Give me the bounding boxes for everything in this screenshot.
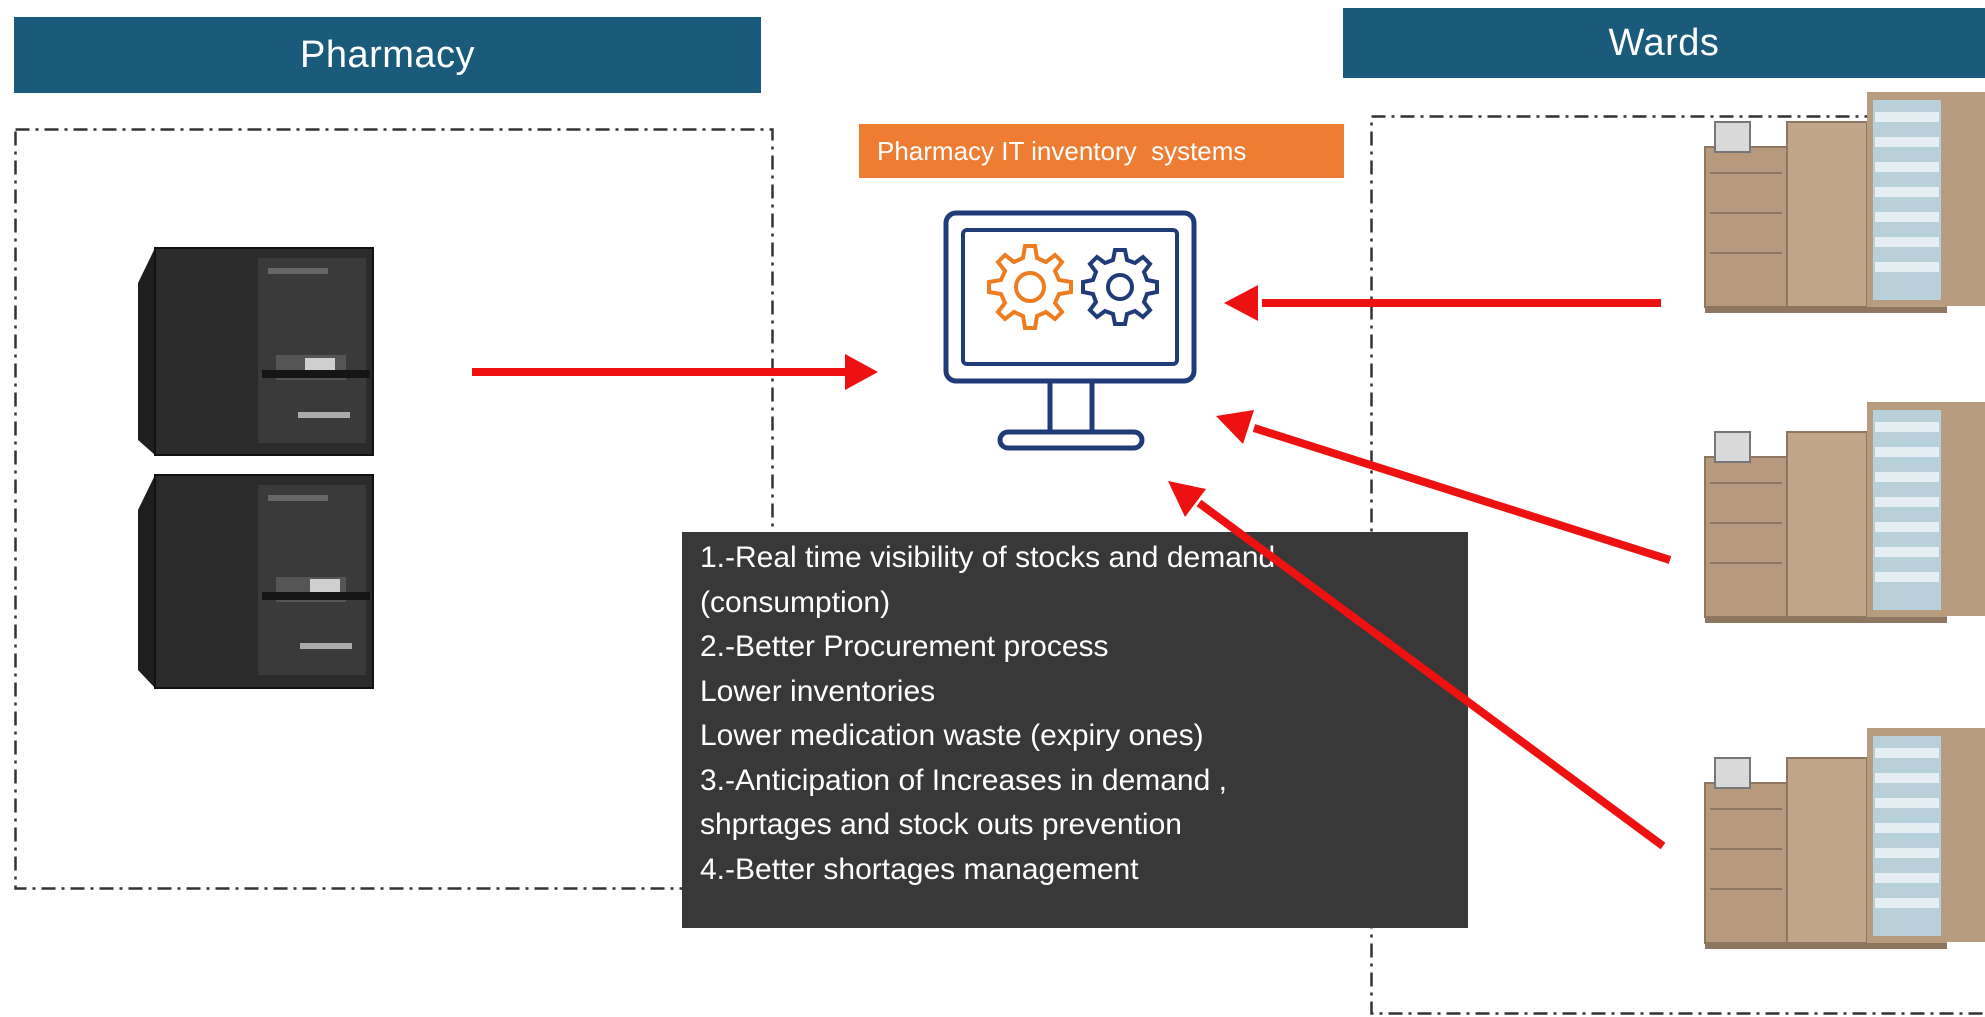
it-system-label-text: Pharmacy IT inventory systems [877,135,1247,166]
benefit-line: 4.-Better shortages management [700,852,1139,886]
wards-zone [1370,115,1985,1015]
it-system-label: Pharmacy IT inventory systems [859,124,1344,178]
pharmacy-header: Pharmacy [14,17,761,93]
benefit-line: 2.-Better Procurement process [700,630,1109,663]
benefits-box: 1.-Real time visibility of stocks and de… [682,532,1468,928]
gear-icon [987,244,1073,330]
benefit-line: shprtages and stock outs prevention [700,808,1182,841]
gear-icon [1081,248,1159,326]
wards-header-label: Wards [1608,21,1720,64]
benefit-line: 3.-Anticipation of Increases in demand , [700,763,1227,797]
benefit-line: Lower medication waste (expiry ones) [700,719,1204,752]
benefit-line: 1.-Real time visibility of stocks and de… [700,541,1276,574]
pharmacy-header-label: Pharmacy [299,33,476,76]
benefit-line: (consumption) [700,585,891,619]
pharmacy-zone [14,128,774,890]
benefit-line: Lower inventories [700,674,936,708]
wards-header: Wards [1343,8,1985,78]
